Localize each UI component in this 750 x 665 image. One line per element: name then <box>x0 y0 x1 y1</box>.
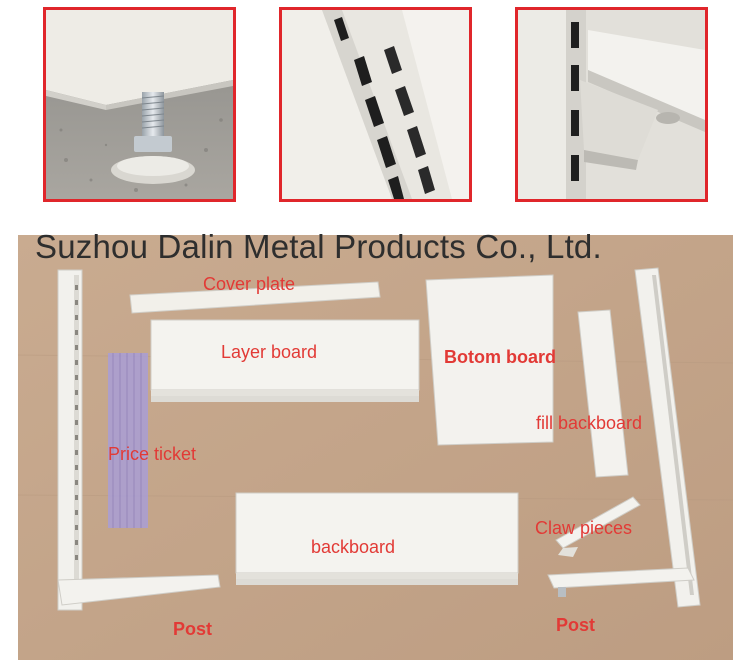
label-fill-backboard: fill backboard <box>536 413 643 433</box>
label-bottom-board: Botom board <box>444 347 556 367</box>
left-post-shape <box>57 269 221 611</box>
detail-photo-claw-bracket <box>515 7 708 202</box>
adjustable-foot-photo <box>46 10 233 199</box>
layer-board-stack <box>150 319 420 402</box>
price-ticket-strips <box>108 353 148 528</box>
slotted-post-photo <box>282 10 469 199</box>
label-post-right: Post <box>556 615 596 635</box>
label-cover-plate: Cover plate <box>203 274 296 294</box>
label-post-left: Post <box>173 619 213 639</box>
label-price-ticket: Price ticket <box>108 444 197 464</box>
claw-pieces-shape <box>555 496 641 557</box>
label-layer-board: Layer board <box>221 342 318 362</box>
claw-bracket-photo <box>518 10 705 199</box>
parts-layout-photo <box>18 235 733 660</box>
shelf-parts-illustration <box>18 235 733 660</box>
detail-photo-adjustable-foot <box>43 7 236 202</box>
company-watermark: Suzhou Dalin Metal Products Co., Ltd. <box>35 228 602 265</box>
right-post-shape <box>547 267 701 608</box>
label-claw-pieces: Claw pieces <box>535 518 633 538</box>
label-backboard: backboard <box>311 537 396 557</box>
detail-photo-slotted-post <box>279 7 472 202</box>
backboard-stack <box>235 492 519 585</box>
